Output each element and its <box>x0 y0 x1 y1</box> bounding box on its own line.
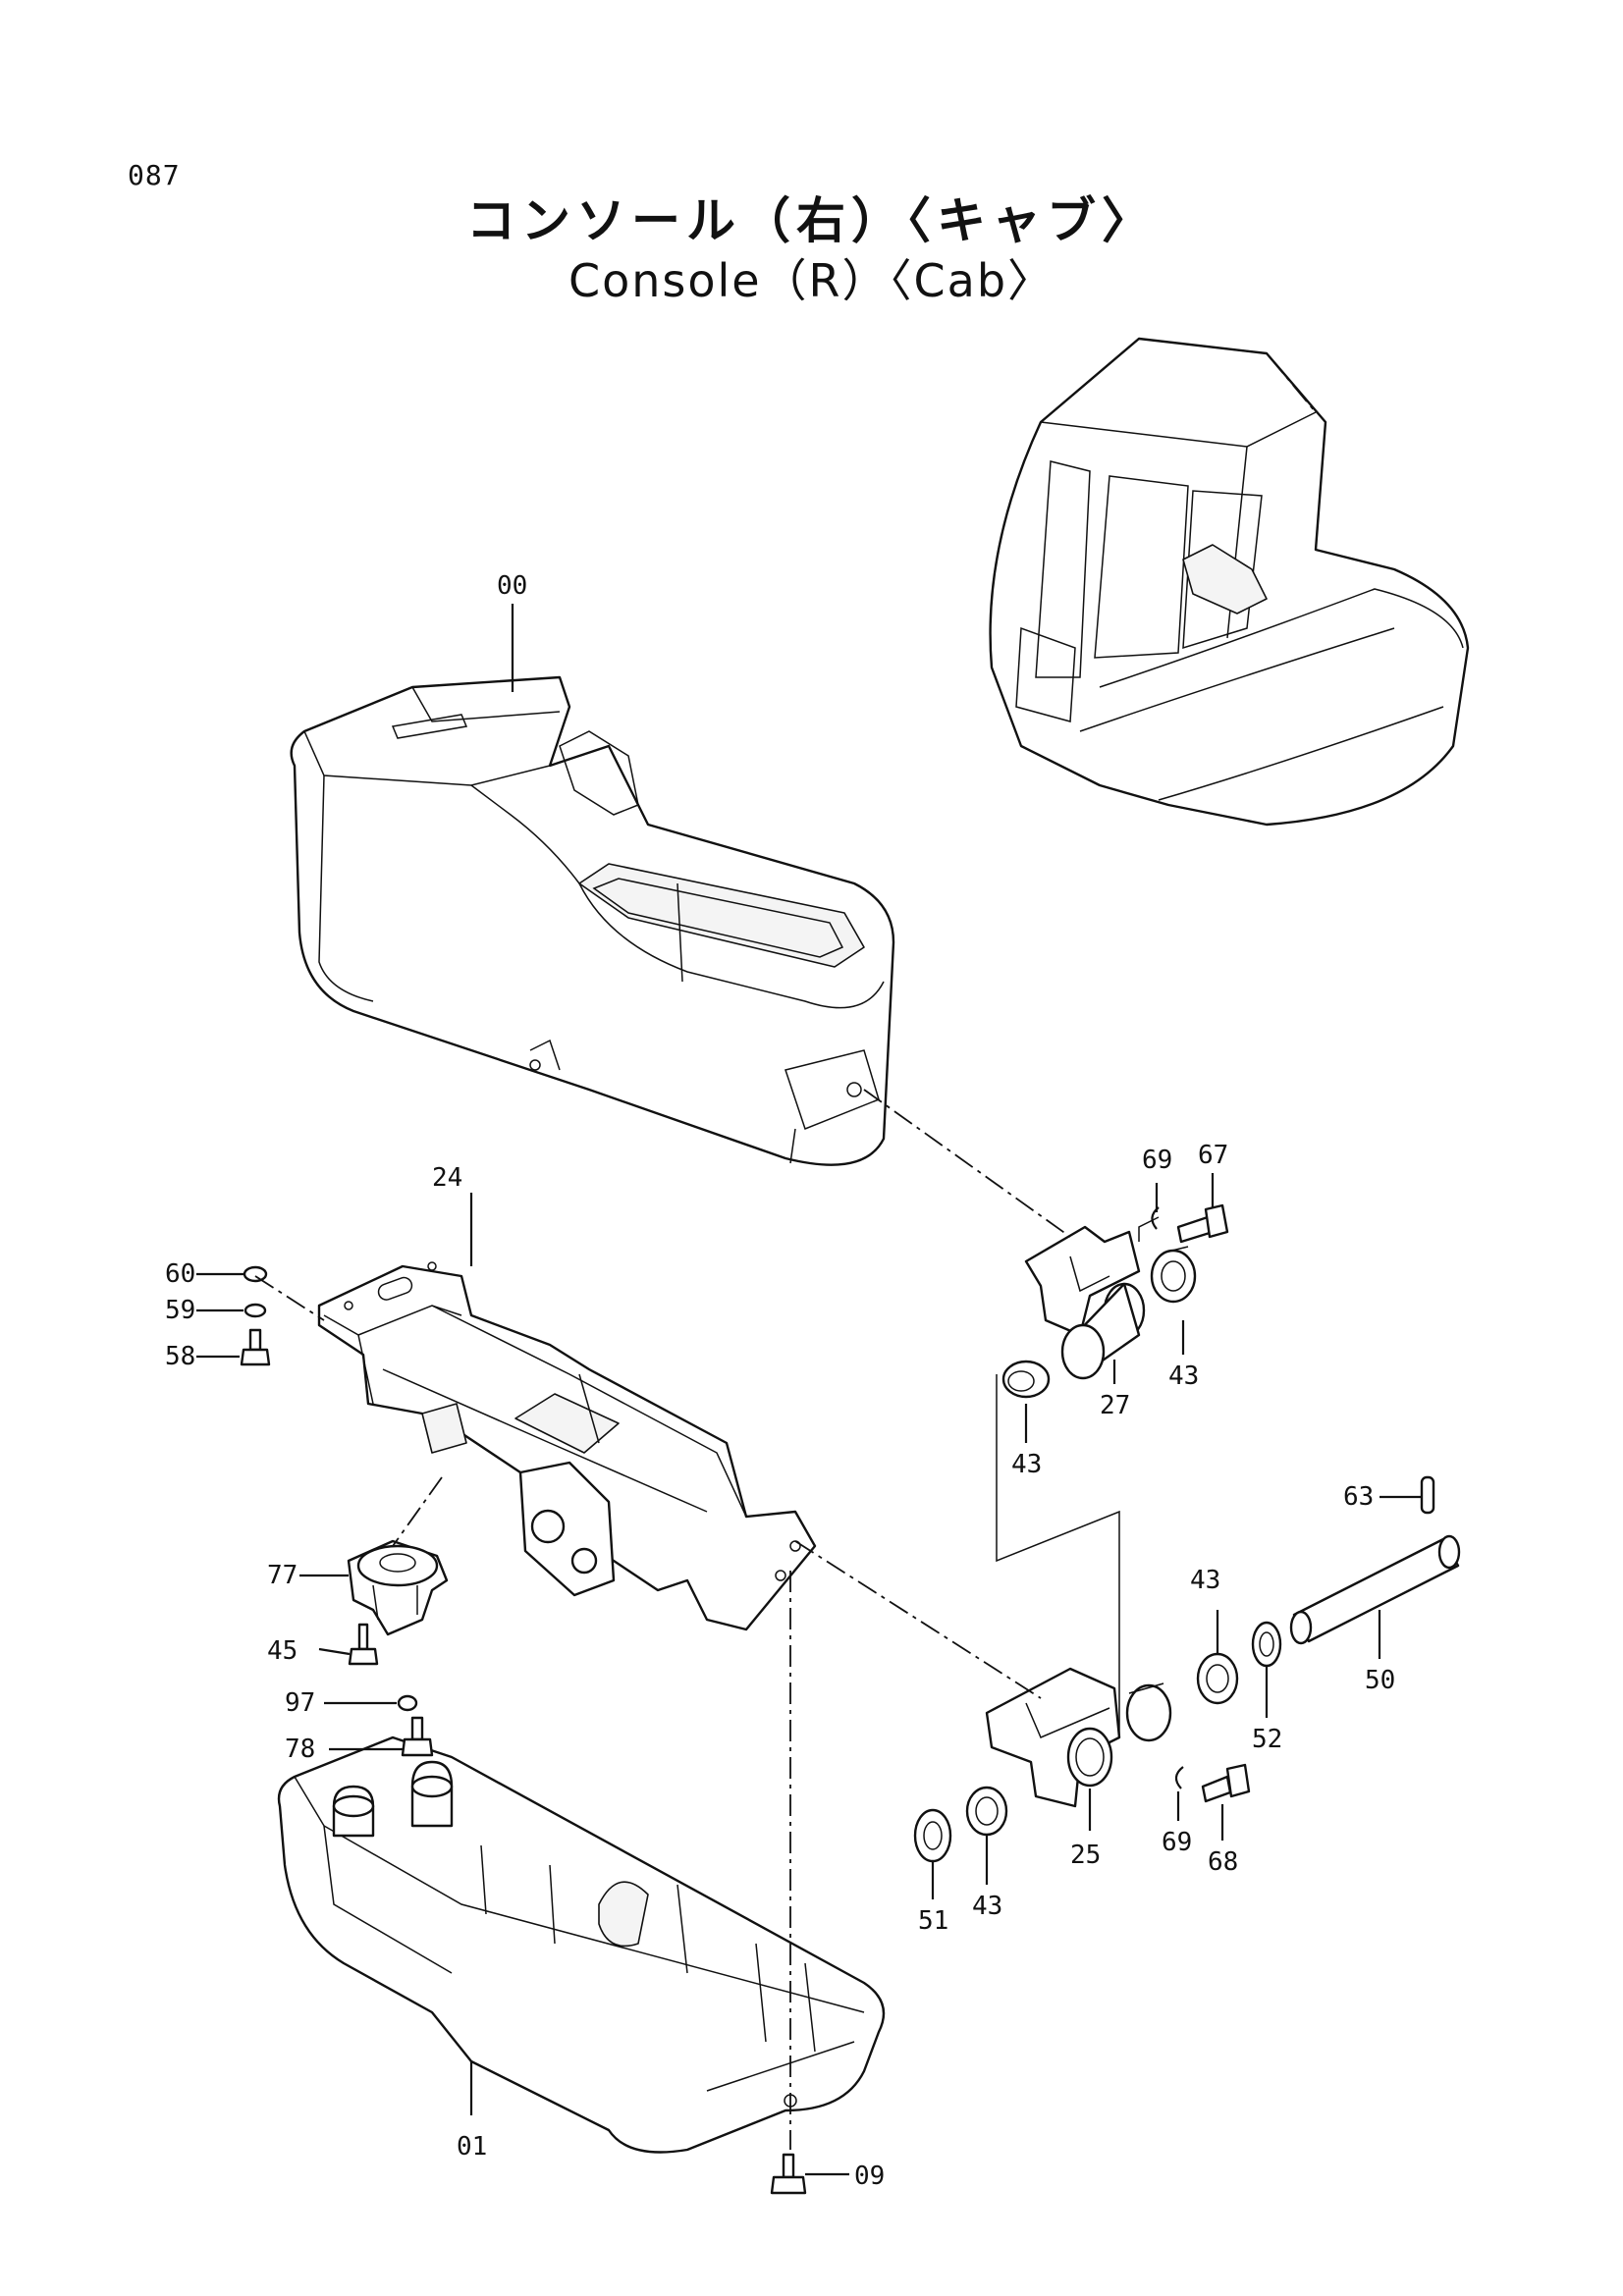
callout-50: 50 <box>1365 1666 1395 1695</box>
washer-51 <box>913 1808 952 1863</box>
callout-43-c: 43 <box>1190 1566 1220 1595</box>
bushing-43-b <box>1001 1360 1051 1399</box>
callout-63: 63 <box>1343 1482 1374 1512</box>
page-number: 087 <box>128 159 181 191</box>
bushing-43-c <box>1196 1652 1239 1705</box>
callout-09: 09 <box>854 2162 885 2191</box>
console-lower-cover <box>277 1735 886 2154</box>
callout-59: 59 <box>165 1296 195 1325</box>
bolt-09 <box>770 2153 807 2195</box>
callout-68: 68 <box>1208 1847 1238 1877</box>
washer-60 <box>243 1265 268 1283</box>
callout-77: 77 <box>267 1561 298 1590</box>
callout-01: 01 <box>457 2132 487 2162</box>
bolt-68 <box>1201 1763 1251 1803</box>
callout-27: 27 <box>1100 1391 1130 1420</box>
pin-50 <box>1289 1534 1461 1645</box>
cab-inset-illustration <box>989 337 1470 827</box>
callout-97: 97 <box>285 1688 315 1718</box>
console-upper-cover <box>290 675 895 1166</box>
lock-washer-59 <box>243 1303 267 1318</box>
callout-69-a: 69 <box>1142 1146 1172 1175</box>
bolt-67 <box>1176 1203 1229 1244</box>
damper-mount-77 <box>347 1539 449 1636</box>
swing-bracket-27 <box>1024 1225 1146 1380</box>
callout-60: 60 <box>165 1259 195 1289</box>
leader-lines <box>196 604 1422 2176</box>
callout-58: 58 <box>165 1342 195 1371</box>
title-japanese: コンソール（右）〈キャブ〉 <box>466 192 1157 249</box>
callout-25: 25 <box>1070 1841 1101 1870</box>
callout-43-b: 43 <box>1011 1450 1042 1479</box>
callout-45: 45 <box>267 1636 298 1666</box>
callout-51: 51 <box>918 1906 948 1936</box>
callout-67: 67 <box>1198 1141 1228 1170</box>
assembly-lines <box>254 1089 1160 2150</box>
callout-43-a: 43 <box>1168 1362 1199 1391</box>
callout-labels: 00 01 09 24 25 27 43 43 43 43 45 50 51 5… <box>165 571 1395 2191</box>
callout-69-b: 69 <box>1162 1828 1192 1857</box>
pin-63 <box>1420 1475 1435 1515</box>
washer-97 <box>397 1694 418 1712</box>
title-english: Console（R）〈Cab〉 <box>568 254 1055 307</box>
callout-78: 78 <box>285 1735 315 1764</box>
bolt-58 <box>240 1328 271 1366</box>
frame-bracket <box>317 1261 817 1631</box>
callout-24: 24 <box>432 1163 462 1193</box>
callout-43-d: 43 <box>972 1892 1002 1921</box>
bolt-45 <box>348 1623 379 1666</box>
bolt-78 <box>401 1716 434 1757</box>
snap-ring-69-lower <box>1174 1766 1184 1789</box>
bushing-43-d <box>965 1786 1008 1837</box>
swing-bracket-25 <box>985 1667 1172 1808</box>
callout-52: 52 <box>1252 1725 1282 1754</box>
callout-00: 00 <box>497 571 527 601</box>
bushing-43-a <box>1150 1246 1197 1304</box>
washer-52 <box>1251 1621 1282 1668</box>
